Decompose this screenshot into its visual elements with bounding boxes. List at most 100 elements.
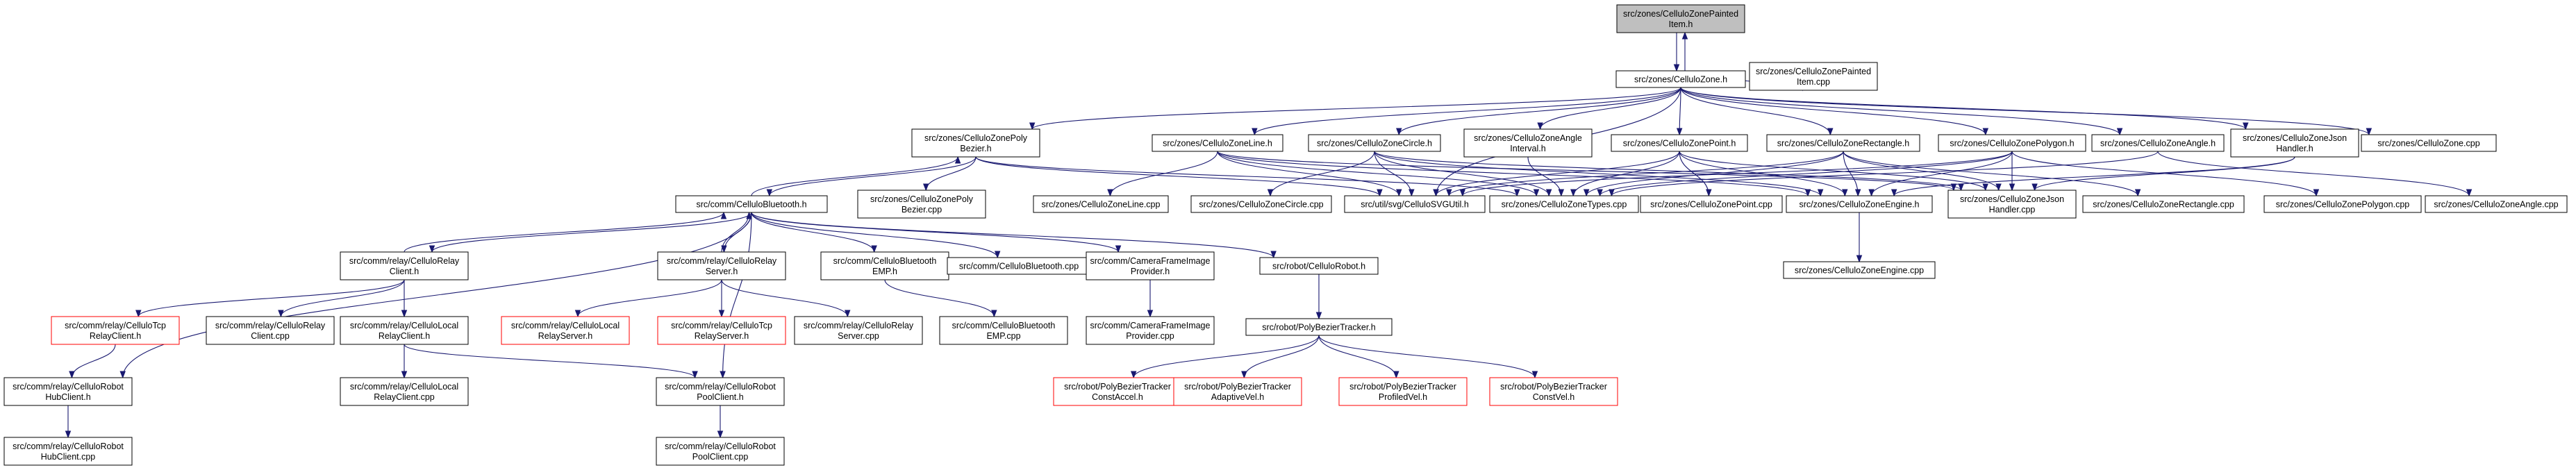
node-box xyxy=(1640,195,1783,213)
dependency-edge xyxy=(1527,156,1565,197)
node-label: RelayServer.h xyxy=(538,331,593,341)
graph-edges xyxy=(65,31,2473,439)
node-circle-h[interactable]: src/zones/CelluloZoneCircle.h xyxy=(1308,134,1441,152)
node-label: src/robot/PolyBezierTracker xyxy=(1184,382,1291,392)
node-box xyxy=(51,316,180,345)
dependency-edge xyxy=(1681,31,1688,71)
node-label: ProfiledVel.h xyxy=(1379,392,1427,402)
node-box xyxy=(911,128,1040,158)
dependency-edge xyxy=(1843,151,1861,197)
node-line-cpp[interactable]: src/zones/CelluloZoneLine.cpp xyxy=(1033,195,1169,213)
dependency-edge xyxy=(1673,33,1680,72)
node-box xyxy=(340,251,469,280)
node-localrelayclient-cpp[interactable]: src/comm/relay/CelluloLocalRelayClient.c… xyxy=(340,377,469,406)
dependency-edge xyxy=(1374,151,1552,197)
node-rect-h[interactable]: src/zones/CelluloZoneRectangle.h xyxy=(1766,134,1920,152)
node-angle-cpp[interactable]: src/zones/CelluloZoneAngle.cpp xyxy=(2425,195,2568,213)
node-label: src/zones/CelluloZonePoint.cpp xyxy=(1650,200,1772,210)
node-svgutil-h[interactable]: src/util/svg/CelluloSVGUtil.h xyxy=(1344,195,1486,213)
node-box xyxy=(1152,134,1283,152)
node-label: Bezier.cpp xyxy=(901,205,942,215)
node-zone-cpp[interactable]: src/zones/CelluloZone.cpp xyxy=(2361,134,2497,152)
node-engine-h[interactable]: src/zones/CelluloZoneEngine.h xyxy=(1786,195,1933,213)
node-robot-h[interactable]: src/robot/CelluloRobot.h xyxy=(1259,257,1379,275)
node-box xyxy=(1086,316,1215,345)
node-polybeziertracker-h[interactable]: src/robot/PolyBezierTracker.h xyxy=(1245,318,1393,336)
node-label: src/comm/relay/CelluloRobot xyxy=(13,382,124,392)
node-circle-cpp[interactable]: src/zones/CelluloZoneCircle.cpp xyxy=(1190,195,1332,213)
dependency-edge xyxy=(404,344,698,379)
node-label: src/zones/CelluloZonePolygon.h xyxy=(1950,139,2074,149)
node-rect-cpp[interactable]: src/zones/CelluloZoneRectangle.cpp xyxy=(2082,195,2245,213)
node-label: src/comm/CameraFrameImage xyxy=(1090,321,1211,330)
node-label: src/zones/CelluloZoneTypes.cpp xyxy=(1502,200,1627,210)
node-label: src/comm/relay/CelluloLocal xyxy=(350,321,458,330)
node-box xyxy=(1344,195,1486,213)
dependency-edge xyxy=(1318,335,1399,379)
node-box xyxy=(1766,134,1920,152)
node-point-h[interactable]: src/zones/CelluloZonePoint.h xyxy=(1611,134,1748,152)
node-types-cpp[interactable]: src/zones/CelluloZoneTypes.cpp xyxy=(1489,195,1639,213)
node-label: src/zones/CelluloZoneCircle.cpp xyxy=(1199,200,1323,210)
node-polygon-h[interactable]: src/zones/CelluloZonePolygon.h xyxy=(1938,134,2086,152)
node-robotpoolclient-cpp[interactable]: src/comm/relay/CelluloRobotPoolClient.cp… xyxy=(656,437,785,466)
node-box xyxy=(1086,251,1215,280)
node-label: src/comm/CelluloBluetooth xyxy=(952,321,1056,330)
node-label: src/comm/relay/CelluloTcp xyxy=(671,321,772,330)
node-engine-cpp[interactable]: src/zones/CelluloZoneEngine.cpp xyxy=(1783,261,1936,279)
dependency-edge xyxy=(135,279,405,318)
node-label: RelayClient.h xyxy=(90,331,141,341)
node-label: PoolClient.h xyxy=(697,392,743,402)
node-box xyxy=(857,190,986,219)
node-label: src/zones/CelluloZoneLine.cpp xyxy=(1042,200,1161,210)
dependency-edge xyxy=(1680,87,2373,136)
node-polygon-cpp[interactable]: src/zones/CelluloZonePolygon.cpp xyxy=(2263,195,2422,213)
node-label: src/robot/PolyBezierTracker xyxy=(1500,382,1607,392)
node-point-cpp[interactable]: src/zones/CelluloZonePoint.cpp xyxy=(1640,195,1783,213)
node-bluetooth-cpp[interactable]: src/comm/CelluloBluetooth.cpp xyxy=(947,257,1091,275)
node-label: src/zones/CelluloZoneJson xyxy=(1960,194,2064,204)
node-bluetooth-h[interactable]: src/comm/CelluloBluetooth.h xyxy=(675,195,828,213)
node-label: src/comm/CelluloBluetooth xyxy=(833,256,937,266)
node-zone-h[interactable]: src/zones/CelluloZone.h xyxy=(1615,70,1746,88)
dependency-edge xyxy=(1318,335,1538,379)
dependency-edge xyxy=(751,212,1277,259)
node-line-h[interactable]: src/zones/CelluloZoneLine.h xyxy=(1152,134,1283,152)
dependency-edge xyxy=(1537,87,1681,131)
node-label: src/zones/CelluloZoneJson xyxy=(2243,133,2347,143)
node-label: src/comm/CameraFrameImage xyxy=(1090,256,1211,266)
node-label: src/comm/relay/CelluloRelay xyxy=(667,256,777,266)
node-label: Server.h xyxy=(706,267,738,276)
dependency-edge xyxy=(884,279,997,318)
node-label: HubClient.h xyxy=(45,392,90,402)
dependency-edge xyxy=(1583,151,1844,197)
node-label: src/comm/relay/CelluloLocal xyxy=(350,382,458,392)
node-angle-h[interactable]: src/zones/CelluloZoneAngle.h xyxy=(2091,134,2225,152)
node-box xyxy=(1245,318,1393,336)
